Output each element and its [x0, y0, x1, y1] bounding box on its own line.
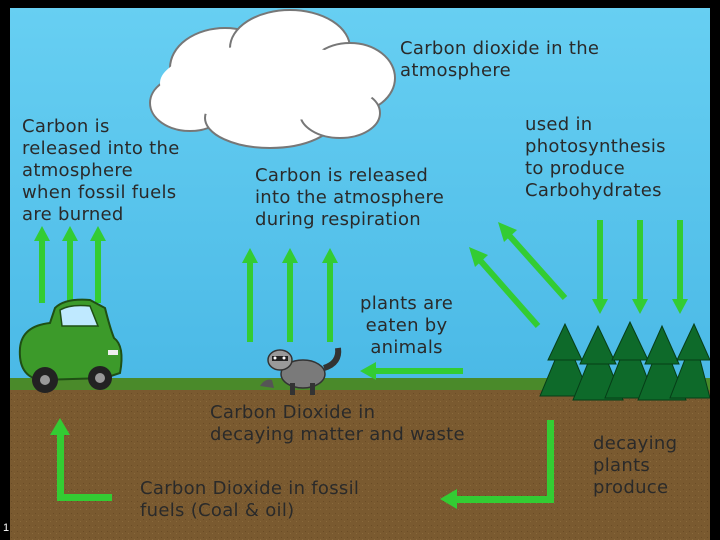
arrow-plants-to-animals [360, 362, 463, 380]
label-fossil-burned: Carbon is released into the atmosphere w… [22, 116, 180, 225]
label-decaying-plants: decaying plants produce [593, 433, 678, 498]
grass-strip [10, 378, 710, 392]
label-co2-atmosphere: Carbon dioxide in the atmosphere [400, 38, 600, 81]
label-plants-eaten: plants are eaten by animals [360, 293, 454, 358]
arrow-decay-to-fossil [440, 420, 554, 509]
label-respiration: Carbon is released into the atmosphere d… [255, 165, 445, 230]
label-photosynthesis: used in photosynthesis to produce Carboh… [525, 114, 666, 201]
carbon-cycle-diagram: Carbon dioxide in the atmosphere Carbon … [10, 8, 710, 540]
arrows-photosynthesis-down [592, 220, 688, 314]
arrows-fossil-up [34, 226, 106, 303]
arrows-trees-to-atmosphere [469, 222, 568, 328]
scene-illustration [10, 8, 710, 540]
car-icon [18, 298, 123, 393]
raccoon-icon [260, 347, 342, 395]
pine-trees-icon [539, 320, 710, 401]
arrow-fossil-to-car [50, 418, 112, 501]
label-co2-fossil: Carbon Dioxide in fossil fuels (Coal & o… [140, 478, 360, 521]
slide-number: 1 [3, 522, 10, 534]
ground [10, 390, 710, 540]
arrows-respiration-up [242, 248, 338, 342]
label-co2-decaying: Carbon Dioxide in decaying matter and wa… [210, 402, 465, 445]
